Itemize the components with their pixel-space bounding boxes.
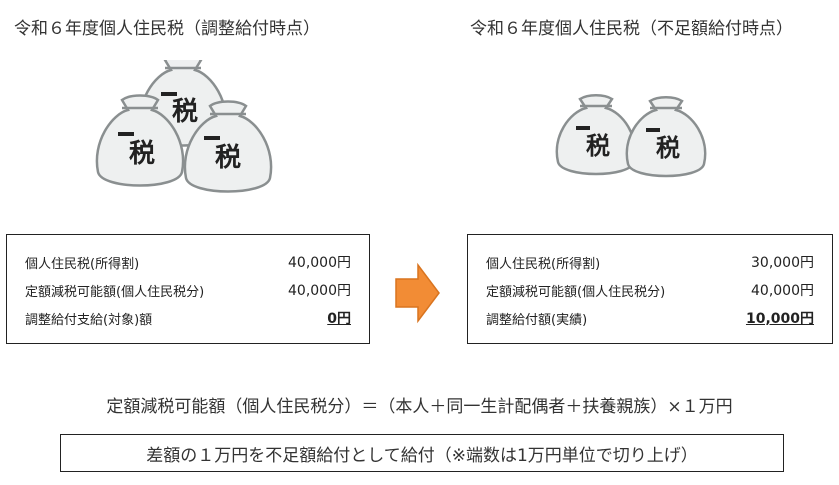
bag-b: 税 xyxy=(625,96,707,178)
right-heading: 令和６年度個人住民税（不足額給付時点） xyxy=(470,19,793,39)
bag-a: 税 xyxy=(555,94,637,176)
svg-text:税: 税 xyxy=(129,139,155,169)
table-row: 調整給付額(実績) 10,000円 xyxy=(486,306,814,330)
right-tax-table: 個人住民税(所得割) 30,000円 定額減税可能額(個人住民税分) 40,00… xyxy=(467,234,833,344)
bag-top: 税 xyxy=(138,60,228,147)
row-value: 30,000円 xyxy=(751,255,814,271)
tax-bags-right-illustration: 税 税 xyxy=(555,94,707,178)
bag-right: 税 xyxy=(183,100,273,193)
svg-text:税: 税 xyxy=(215,143,241,173)
row-label: 調整給付額(実績) xyxy=(486,312,588,328)
row-label: 調整給付支給(対象)額 xyxy=(25,312,153,328)
row-label: 定額減税可能額(個人住民税分) xyxy=(486,284,666,300)
table-row: 個人住民税(所得割) 40,000円 xyxy=(25,250,351,274)
svg-text:税: 税 xyxy=(586,132,610,160)
note-box: 差額の１万円を不足額給付として給付（※端数は1万円単位で切り上げ） xyxy=(60,434,784,472)
row-value: 40,000円 xyxy=(288,283,351,299)
left-heading: 令和６年度個人住民税（調整給付時点） xyxy=(14,19,320,39)
bag-left: 税 xyxy=(95,94,185,187)
tax-bags-left-illustration: 税 税 税 xyxy=(95,60,273,193)
svg-text:税: 税 xyxy=(172,97,198,127)
row-label: 個人住民税(所得割) xyxy=(486,256,601,272)
row-value-emphasis: 10,000円 xyxy=(745,311,814,327)
row-label: 定額減税可能額(個人住民税分) xyxy=(25,284,205,300)
svg-text:税: 税 xyxy=(656,134,680,162)
table-row: 定額減税可能額(個人住民税分) 40,000円 xyxy=(486,278,814,302)
table-row: 個人住民税(所得割) 30,000円 xyxy=(486,250,814,274)
table-row: 定額減税可能額(個人住民税分) 40,000円 xyxy=(25,278,351,302)
row-value: 40,000円 xyxy=(288,255,351,271)
row-value: 40,000円 xyxy=(751,283,814,299)
formula-text: 定額減税可能額（個人住民税分）＝（本人＋同一生計配偶者＋扶養親族）×１万円 xyxy=(106,397,733,417)
row-label: 個人住民税(所得割) xyxy=(25,256,140,272)
left-tax-table: 個人住民税(所得割) 40,000円 定額減税可能額(個人住民税分) 40,00… xyxy=(6,234,370,344)
table-row: 調整給付支給(対象)額 0円 xyxy=(25,306,351,330)
row-value-emphasis: 0円 xyxy=(327,311,351,327)
note-text: 差額の１万円を不足額給付として給付（※端数は1万円単位で切り上げ） xyxy=(146,445,698,466)
right-arrow-icon xyxy=(395,262,440,324)
